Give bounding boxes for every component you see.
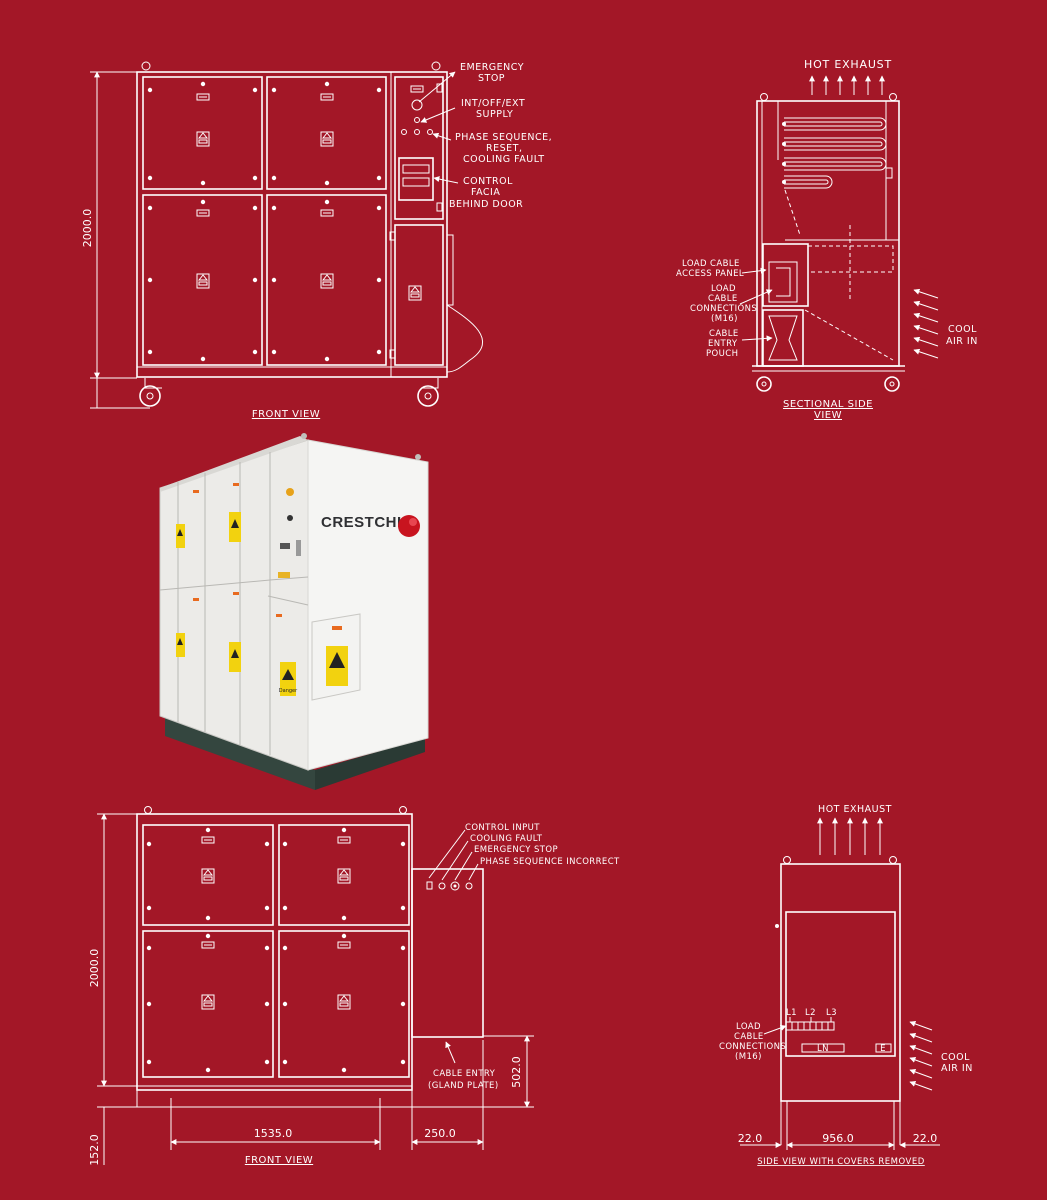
callout-control-input: CONTROL INPUT [465, 823, 540, 833]
front-panel [142, 824, 274, 926]
callout-control-3: BEHIND DOOR [449, 199, 523, 210]
callout-conn-4b: (M16) [735, 1052, 762, 1062]
side-width-dimension: 250.0 [424, 1127, 456, 1140]
callout-phase-sequence: PHASE SEQUENCE INCORRECT [480, 857, 620, 867]
control-column [389, 76, 484, 373]
danger-sticker: Danger [279, 662, 298, 696]
callout-cable-entry-2: (GLAND PLATE) [428, 1081, 499, 1091]
bottom-height-dimension: 2000.0 [88, 949, 101, 988]
callout-conn-1b: LOAD [736, 1022, 761, 1032]
terminal-l3: L3 [826, 1008, 837, 1018]
callout-conn-3b: CONNECTIONS [719, 1042, 786, 1052]
callout-control-2: FACIA [471, 187, 500, 198]
danger-text: Danger [279, 688, 298, 694]
cool-air-label-2b: AIR IN [941, 1063, 973, 1074]
front-panel [278, 824, 410, 926]
control-side-panel [411, 868, 484, 1038]
mid-dimension: 956.0 [822, 1132, 854, 1145]
side-view-title-2: VIEW [814, 410, 842, 421]
width-dimension: 1535.0 [254, 1127, 293, 1140]
gland-plate-dimension: 502.0 [510, 1056, 523, 1088]
load-cable-access-panel [762, 243, 809, 307]
front-panel [142, 76, 263, 190]
base-dimension: 152.0 [88, 1134, 101, 1166]
cool-air-label-2: AIR IN [946, 336, 978, 347]
emergency-stop-button [411, 99, 423, 111]
heating-elements [782, 117, 887, 189]
callout-conn-3: CONNECTIONS [690, 304, 757, 314]
callout-cooling-fault: COOLING FAULT [470, 834, 543, 844]
left-dimension: 22.0 [738, 1132, 763, 1145]
terminal-l2: L2 [805, 1008, 816, 1018]
side-cabinet-outline-2 [780, 863, 901, 1102]
front-panel [142, 930, 274, 1078]
callout-pouch-1: CABLE [709, 329, 739, 339]
top-side-view: HOT EXHAUST [676, 58, 978, 421]
bottom-front-view: CONTROL INPUT COOLING FAULT EMERGENCY ST… [88, 806, 620, 1166]
callout-pouch-2: ENTRY [708, 339, 738, 349]
callout-conn-2: CABLE [708, 294, 738, 304]
danger-sticker [229, 642, 241, 672]
front-panel [266, 76, 387, 190]
brand-logo-text: CRESTCHIC [321, 514, 413, 531]
callout-access-2: ACCESS PANEL [676, 269, 744, 279]
callout-cable-entry-1: CABLE ENTRY [433, 1069, 496, 1079]
callout-control-1: CONTROL [463, 176, 513, 187]
callout-emergency-stop-1: EMERGENCY [460, 62, 524, 73]
side-view-title-1: SECTIONAL SIDE [783, 399, 873, 410]
danger-sticker [229, 512, 241, 542]
callout-emergency-stop-2: STOP [478, 73, 505, 84]
hot-exhaust-label: HOT EXHAUST [804, 58, 892, 71]
danger-sticker [176, 633, 185, 657]
front-panel [278, 930, 410, 1078]
terminal-e: E [880, 1044, 886, 1054]
callout-access-1: LOAD CABLE [682, 259, 740, 269]
danger-sticker [176, 524, 185, 548]
callout-phase-1: PHASE SEQUENCE, [455, 132, 552, 143]
front-panel [266, 194, 387, 366]
callout-phase-2: RESET, [486, 143, 522, 154]
top-front-view: 2000.0 EMERGENCY STOP INT/OFF/EXT SUPPLY… [81, 61, 552, 420]
callout-conn-4: (M16) [711, 314, 738, 324]
callout-emergency-stop: EMERGENCY STOP [474, 845, 558, 855]
product-photo: Danger CRESTCHIC [159, 433, 429, 790]
cool-air-label-1: COOL [948, 324, 977, 335]
front-panel [142, 194, 263, 366]
brand-logo-mark [398, 515, 420, 537]
terminal-ln: LN [817, 1044, 829, 1054]
callout-supply-2: SUPPLY [476, 109, 513, 120]
bottom-front-view-title: FRONT VIEW [245, 1155, 313, 1166]
cool-air-label-1b: COOL [941, 1052, 970, 1063]
callout-pouch-3: POUCH [706, 349, 738, 359]
top-front-view-title: FRONT VIEW [252, 409, 320, 420]
castor [139, 378, 162, 407]
bottom-side-view-title: SIDE VIEW WITH COVERS REMOVED [757, 1157, 925, 1167]
right-dimension: 22.0 [913, 1132, 938, 1145]
callout-phase-3: COOLING FAULT [463, 154, 545, 165]
height-dimension: 2000.0 [81, 209, 94, 248]
bottom-side-view: HOT EXHAUST L1 L2 L3 LN E LOAD CABLE [719, 804, 973, 1167]
terminal-l1: L1 [786, 1008, 797, 1018]
callout-supply-1: INT/OFF/EXT [461, 98, 525, 109]
callout-conn-2b: CABLE [734, 1032, 764, 1042]
hot-exhaust-label-2: HOT EXHAUST [818, 804, 892, 815]
terminal-block [785, 1017, 835, 1031]
castor [417, 378, 439, 407]
callout-conn-1: LOAD [711, 284, 736, 294]
bottom-cabinet-outline [136, 813, 413, 1091]
